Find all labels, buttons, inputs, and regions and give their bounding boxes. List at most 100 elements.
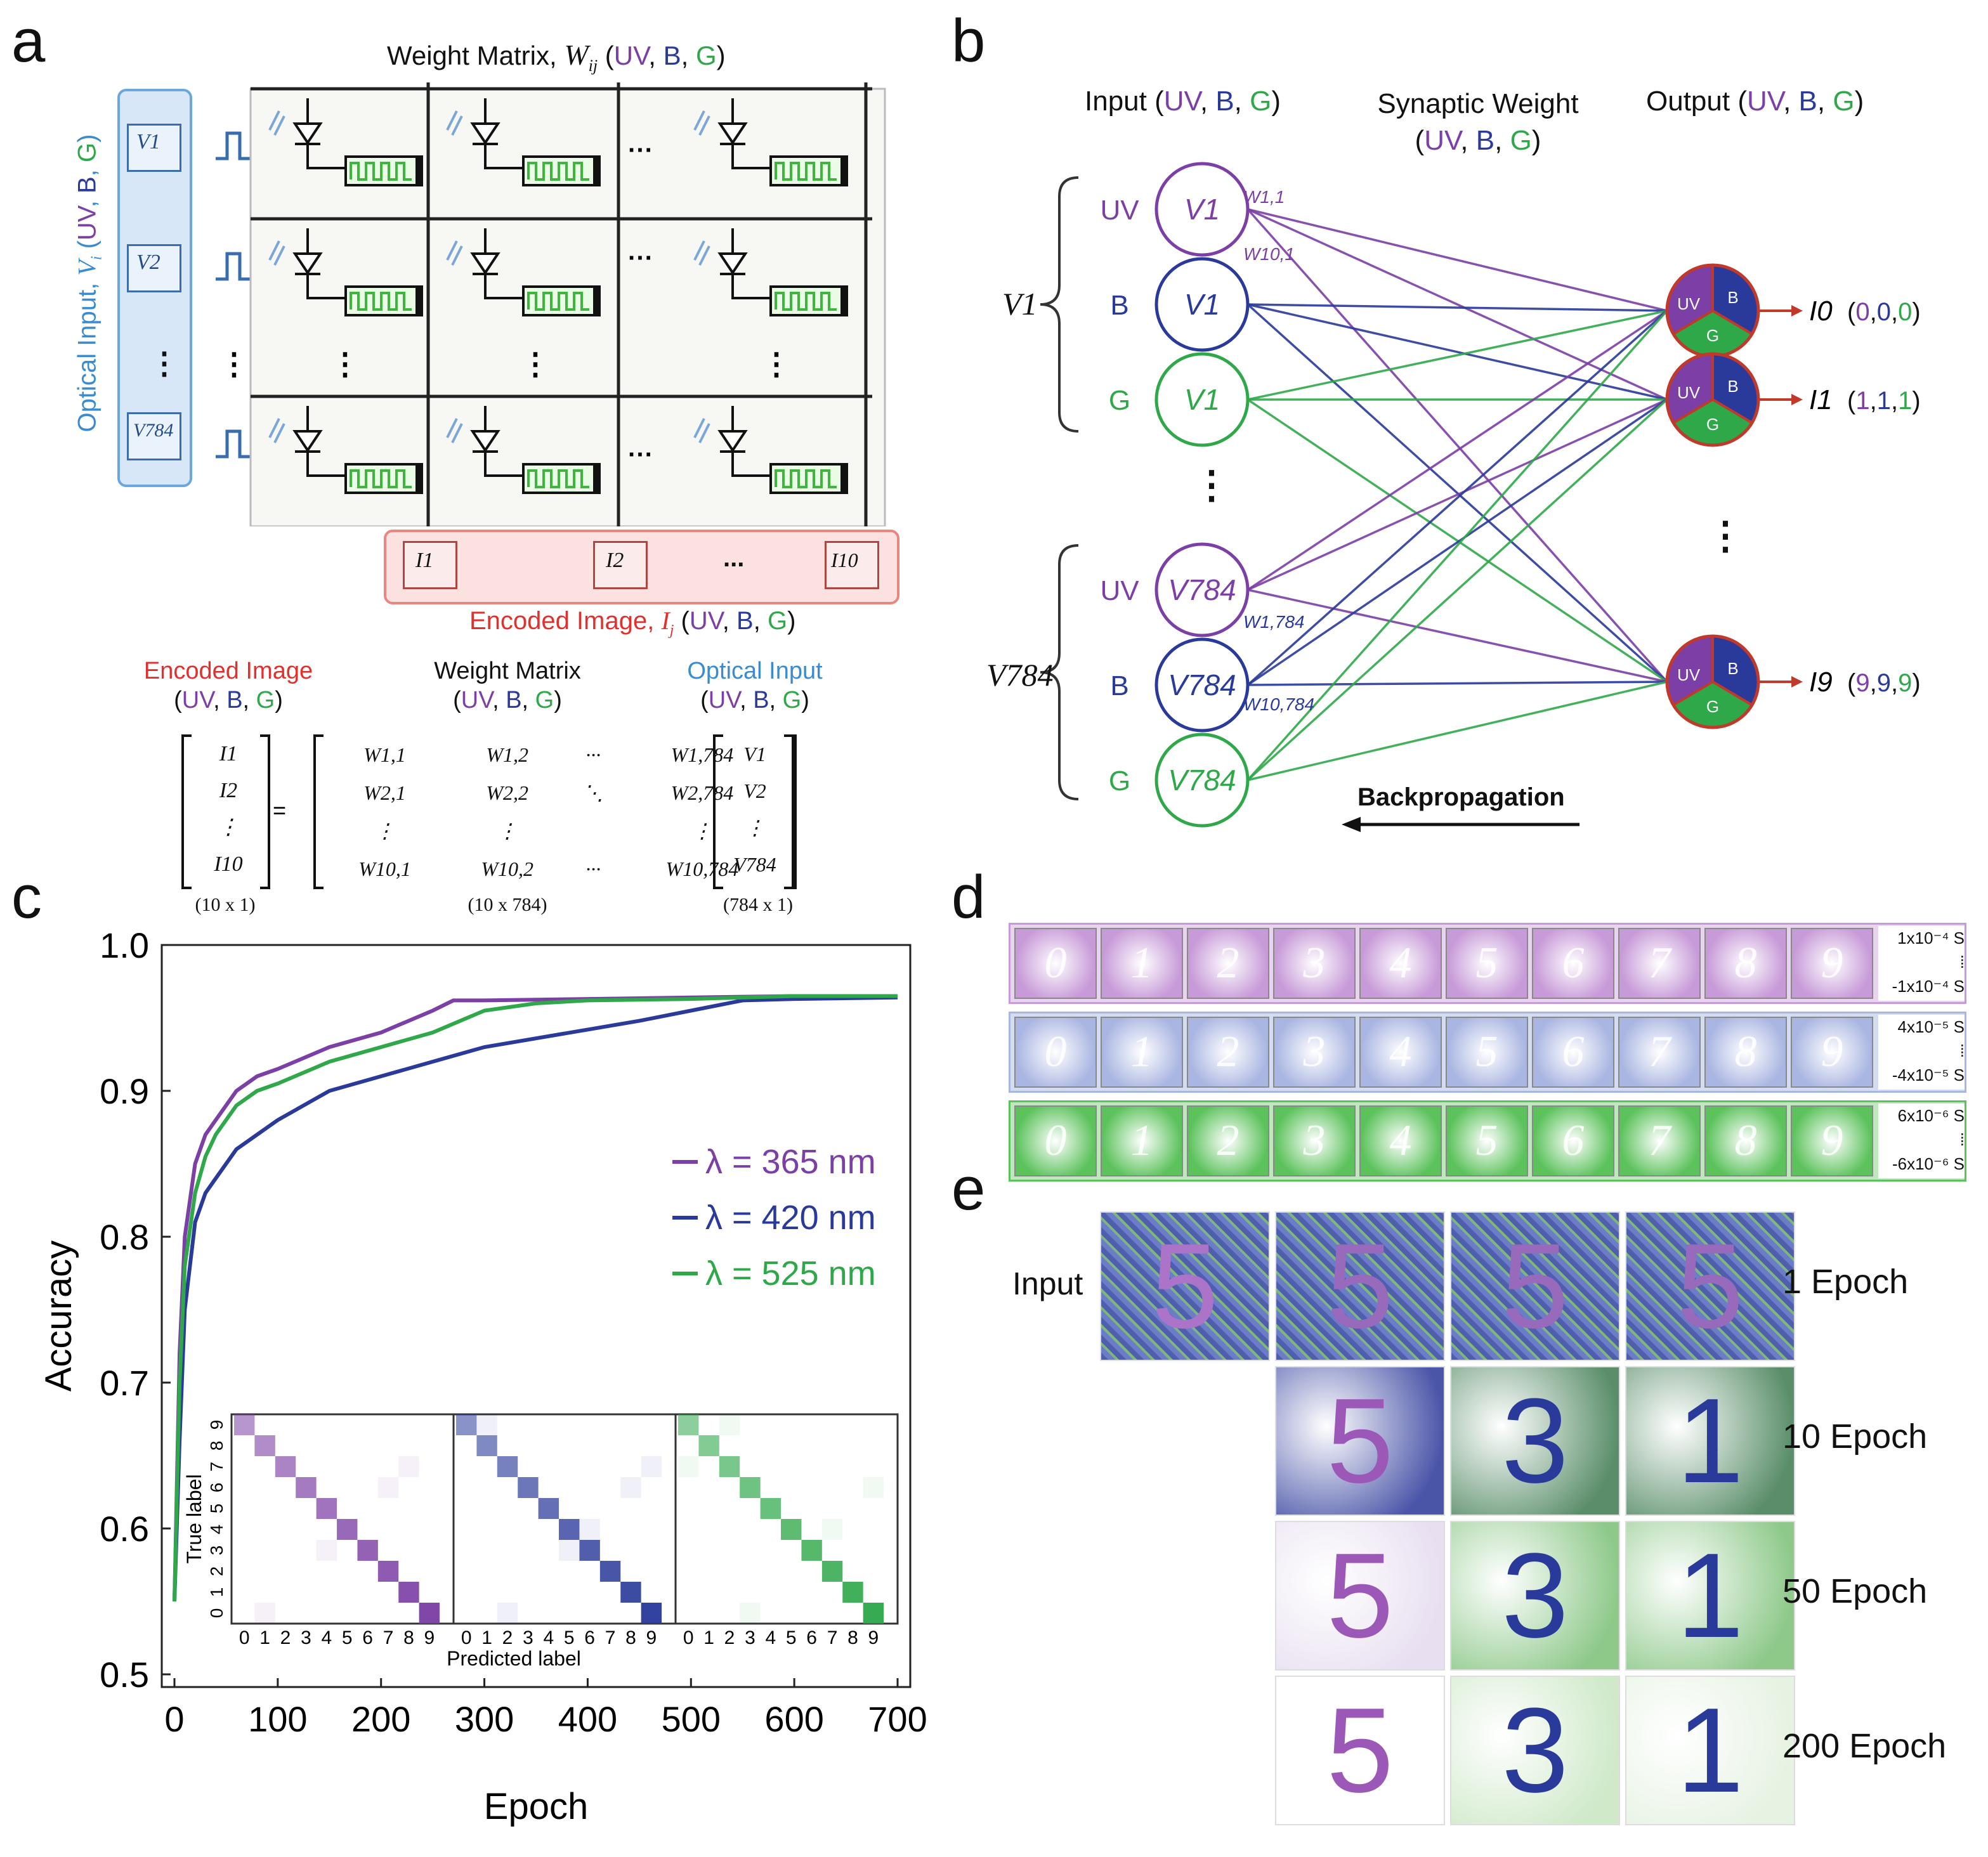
weight-map-tile: 1: [1101, 1017, 1183, 1088]
offdiag-cell: [476, 1414, 497, 1435]
weight-map-tile: 0: [1014, 1105, 1097, 1176]
inset-x-tick: 3: [745, 1627, 755, 1648]
svg-text:⋮: ⋮: [330, 348, 360, 381]
x-tick-label: 300: [455, 1699, 514, 1739]
input-node: [1154, 352, 1250, 447]
weight-map-tile: 9: [1791, 1017, 1873, 1088]
synaptic-edge: [1246, 310, 1668, 686]
encoded-image-label: Encoded Image, Ij (UV, B, G): [469, 606, 796, 639]
x-tick-label: 600: [764, 1699, 823, 1739]
channel-label: G: [1109, 766, 1130, 797]
input-node-label: V1: [1184, 383, 1220, 416]
input-image-tile: 5: [1100, 1211, 1270, 1361]
input-node: [1154, 542, 1250, 637]
y-ticks: 0.50.60.70.80.91.0: [100, 925, 171, 1695]
input-v784-label: V784: [133, 420, 174, 441]
synaptic-edge: [1246, 208, 1668, 683]
inset-x-tick: 7: [383, 1627, 394, 1648]
conductance-range: 1x10⁻⁴ S⁞-1x10⁻⁴ S: [1878, 926, 1965, 1001]
output-i10-label: I10: [831, 549, 858, 571]
diagonal-cell: [497, 1456, 518, 1477]
inset-x-tick: 1: [481, 1627, 492, 1648]
epoch-label: 10 Epoch: [1782, 1417, 1928, 1456]
diagonal-cell: [518, 1477, 539, 1498]
weight-map-tile: 5: [1446, 928, 1528, 999]
legend-label: λ = 525 nm: [705, 1254, 876, 1293]
y-tick-label: 0.9: [100, 1071, 149, 1111]
inset-x-tick: 5: [342, 1627, 353, 1648]
legend-label: λ = 420 nm: [705, 1199, 876, 1237]
reconstruction-tile: 5: [1450, 1211, 1620, 1361]
epoch-label: 200 Epoch: [1782, 1727, 1947, 1765]
weight-map-tile: 6: [1532, 928, 1614, 999]
light-icon: [268, 240, 285, 266]
synaptic-edges: [1246, 208, 1668, 781]
light-icon: [268, 418, 285, 443]
output-box-i10: [825, 541, 879, 589]
diagonal-cell: [398, 1582, 419, 1603]
weight-map-tile: 6: [1532, 1105, 1614, 1176]
inset-x-tick: 9: [646, 1627, 657, 1648]
reconstruction-tile: 5: [1275, 1366, 1445, 1516]
reconstruction-tile: 1: [1625, 1521, 1795, 1671]
input-v2-label: V2: [136, 251, 160, 274]
inset-y-tick: 9: [207, 1420, 226, 1430]
x-tick-label: 500: [662, 1699, 721, 1739]
synaptic-edge: [1247, 310, 1668, 591]
inset-x-tick: 0: [239, 1627, 250, 1648]
inset-y-tick: 6: [207, 1483, 226, 1493]
inset-y-tick: 8: [207, 1441, 226, 1451]
input-box-v784: [127, 412, 181, 460]
inset-x-tick: 5: [564, 1627, 575, 1648]
channel-label: G: [1109, 385, 1130, 416]
weight-map-tile: 7: [1618, 1017, 1701, 1088]
inset-y-tick: 1: [207, 1587, 226, 1598]
output-ellipsis: ⋮: [1706, 514, 1744, 557]
input-node: [1154, 733, 1250, 828]
channel-label: UV: [1100, 195, 1139, 226]
input-node: [1154, 637, 1250, 733]
conductance-range: 6x10⁻⁶ S⁞-6x10⁻⁶ S: [1878, 1104, 1965, 1178]
inset-x-tick: 4: [543, 1627, 554, 1648]
weight-map-tile: 5: [1446, 1105, 1528, 1176]
legend-label: λ = 365 nm: [705, 1143, 876, 1181]
weight-map-tile: 3: [1273, 928, 1356, 999]
b-wedge-label: B: [1727, 659, 1738, 678]
input-ellipsis: ⋮: [1193, 464, 1231, 506]
range-bottom: -1x10⁻⁴ S: [1892, 977, 1965, 996]
offdiag-cell: [316, 1540, 337, 1561]
inset-x-tick: 8: [847, 1627, 858, 1648]
eq-weight-title: Weight Matrix (UV, B, G): [434, 658, 581, 713]
memristor-cell: [693, 406, 848, 494]
memristor-cell: [446, 228, 601, 316]
reconstruction-tile: 1: [1625, 1676, 1795, 1825]
output-box-i1: [403, 541, 457, 589]
svg-text:···: ···: [628, 136, 653, 164]
panel-label-a: a: [11, 7, 46, 75]
b-wedge-label: B: [1727, 377, 1738, 396]
inset-y-tick: 3: [207, 1546, 226, 1556]
input-node-label: V1: [1184, 193, 1220, 226]
range-bottom: -4x10⁻⁵ S: [1892, 1065, 1965, 1085]
input-node-label: V784: [1168, 764, 1236, 797]
inset-x-label: Predicted label: [447, 1647, 581, 1670]
x-tick-label: 200: [351, 1699, 410, 1739]
output-column-title: Output (UV, B, G): [1646, 86, 1864, 117]
weight-map-tile: 8: [1704, 1105, 1787, 1176]
series-line: [173, 994, 898, 1602]
diagonal-cell: [698, 1435, 719, 1456]
diagonal-cell: [337, 1519, 358, 1540]
g-wedge-label: G: [1706, 415, 1719, 434]
optical-input-label: Optical Input, Vi (UV, B, G): [72, 134, 105, 433]
g-wedge-label: G: [1706, 697, 1719, 716]
v-vector: V1 V2 ⋮ V784: [733, 743, 776, 876]
offdiag-cell: [377, 1477, 399, 1498]
offdiag-cell: [254, 1603, 275, 1624]
synaptic-edge: [1247, 589, 1668, 683]
inset-y-tick: 7: [207, 1462, 226, 1472]
group-label-v784: V784: [986, 657, 1054, 693]
inset-x-tick: 4: [765, 1627, 776, 1648]
synaptic-edge: [1247, 303, 1668, 312]
output-name: I9: [1809, 667, 1833, 698]
epoch-label: 1 Epoch: [1782, 1263, 1909, 1301]
